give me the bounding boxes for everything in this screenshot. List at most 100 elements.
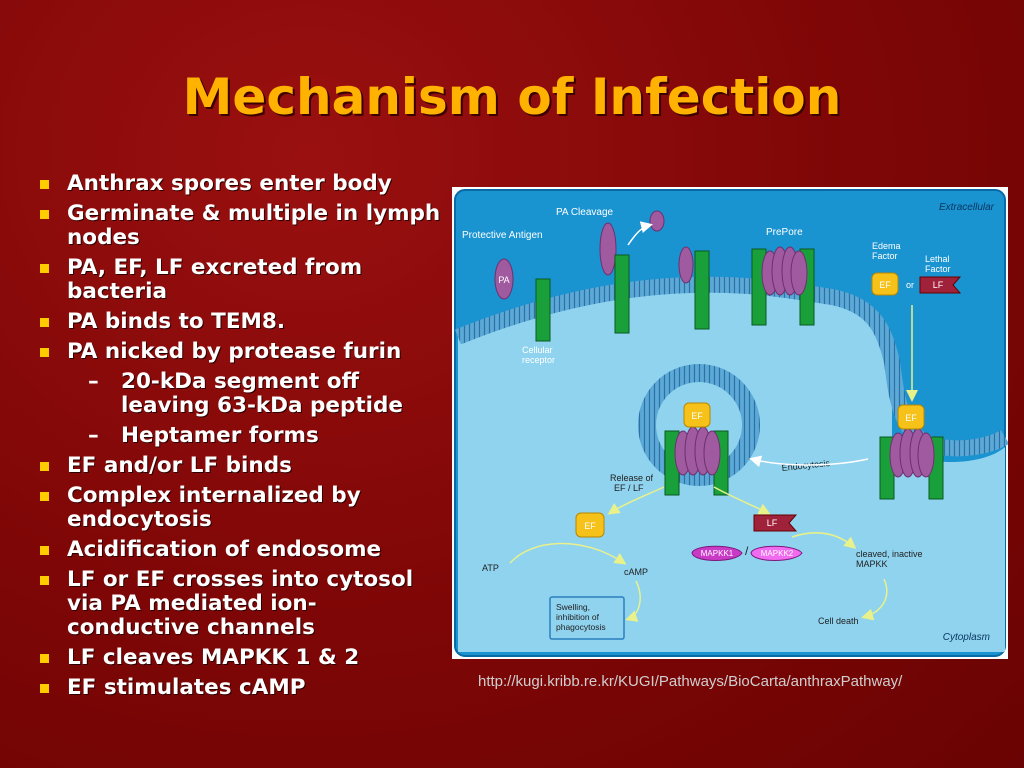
endosome-ef-label: EF <box>691 411 703 421</box>
cell-death-arrow <box>861 578 888 621</box>
mapkk2-label: MAPKK2 <box>761 549 794 558</box>
sub-bullet-text: Heptamer forms <box>121 423 319 448</box>
atp-camp-arrow <box>509 542 627 565</box>
lf-molecule <box>919 276 962 294</box>
swelling-box <box>549 596 625 640</box>
bullet-text: Complex internalized by endocytosis <box>67 483 361 532</box>
edema-factor-line-2: Factor <box>872 251 898 261</box>
bullet-item: Acidification of endosome <box>38 538 448 562</box>
bullet-marker <box>40 684 49 693</box>
endocytosis-arrow <box>749 455 869 468</box>
receptor-2 <box>694 250 710 330</box>
atp-label: ATP <box>482 563 499 573</box>
cellular-receptor <box>535 278 551 342</box>
mapkk1-label: MAPKK1 <box>701 549 734 558</box>
or-label: or <box>906 280 914 290</box>
lethal-factor-line-1: Lethal <box>925 254 950 264</box>
protective-antigen-label: Protective Antigen <box>462 230 543 241</box>
cellular-receptor-line-1: Cellular <box>522 345 553 355</box>
bullet-text: PA nicked by protease furin <box>67 339 402 364</box>
bullet-item: PA, EF, LF excreted from bacteria <box>38 256 448 304</box>
lethal-factor-line-2: Factor <box>925 264 951 274</box>
bullet-text: Anthrax spores enter body <box>67 171 392 196</box>
cleaved-mapkk-line-2: MAPKK <box>856 559 888 569</box>
prepore-heptamer <box>761 246 808 296</box>
bullet-item: PA binds to TEM8. <box>38 310 448 334</box>
endosome-heptamer <box>674 426 721 476</box>
release-ef-arrow <box>607 486 665 515</box>
bullet-item: Complex internalized by endocytosis <box>38 484 448 532</box>
release-line-2: EF / LF <box>614 483 644 493</box>
bullet-marker <box>40 264 49 273</box>
camp-label: cAMP <box>624 567 648 577</box>
cytosol-lf-label: LF <box>767 518 778 528</box>
bullet-item: LF or EF crosses into cytosol via PA med… <box>38 568 448 640</box>
bullet-text: EF stimulates cAMP <box>67 675 306 700</box>
mapkk1-molecule <box>691 545 743 561</box>
mapkk-cleave-arrow <box>791 532 857 549</box>
bullet-marker <box>40 462 49 471</box>
bullet-text: PA binds to TEM8. <box>67 309 286 334</box>
ef-molecule <box>871 272 899 296</box>
swelling-line-2: inhibition of <box>556 612 600 622</box>
bullet-text: LF cleaves MAPKK 1 & 2 <box>67 645 360 670</box>
bullet-text: Acidification of endosome <box>67 537 382 562</box>
pa-cleaved-fragment <box>599 222 617 276</box>
endosome-ef <box>683 402 711 428</box>
release-lf-arrow <box>713 486 771 515</box>
bullet-text: Germinate & multiple in lymph nodes <box>67 201 441 250</box>
camp-swelling-arrow <box>625 580 641 622</box>
dash-marker: – <box>88 369 99 394</box>
complex-ef-label: EF <box>905 413 917 423</box>
cellular-receptor-line-2: receptor <box>522 355 555 365</box>
sub-bullet-text: 20-kDa segment off leaving 63-kDa peptid… <box>121 369 403 418</box>
endosome <box>638 364 760 486</box>
sub-bullet-item: –Heptamer forms <box>88 424 448 448</box>
cleaved-mapkk-line-1: cleaved, inactive <box>856 549 923 559</box>
bullet-marker <box>40 492 49 501</box>
source-url: http://kugi.kribb.re.kr/KUGI/Pathways/Bi… <box>478 673 903 690</box>
pa-molecule <box>494 258 514 300</box>
bullet-item: Germinate & multiple in lymph nodes <box>38 202 448 250</box>
edema-factor-line-1: Edema <box>872 241 901 251</box>
bullet-text: LF or EF crosses into cytosol via PA med… <box>67 567 414 640</box>
lf-label: LF <box>933 280 944 290</box>
bullet-text: EF and/or LF binds <box>67 453 292 478</box>
bullet-marker <box>40 654 49 663</box>
complex-heptamer <box>889 428 935 478</box>
bullet-marker <box>40 318 49 327</box>
swelling-line-1: Swelling, <box>556 602 590 612</box>
bullet-item: PA nicked by protease furin <box>38 340 448 364</box>
bullet-text: PA, EF, LF excreted from bacteria <box>67 255 363 304</box>
prepore-label: PrePore <box>766 227 803 238</box>
mapkk2-molecule <box>750 545 803 561</box>
slash-label: / <box>745 544 749 558</box>
bullet-list: Anthrax spores enter body Germinate & mu… <box>38 172 448 706</box>
bullet-marker <box>40 348 49 357</box>
cytoplasm-label: Cytoplasm <box>943 632 990 643</box>
sub-bullet-item: –20-kDa segment off leaving 63-kDa pepti… <box>88 370 448 418</box>
extracellular-label: Extracellular <box>939 202 995 213</box>
cytosol-lf <box>753 514 798 532</box>
cell-death-label: Cell death <box>818 616 859 626</box>
bullet-item: Anthrax spores enter body <box>38 172 448 196</box>
ef-label: EF <box>879 280 891 290</box>
release-line-1: Release of <box>610 473 654 483</box>
bullet-item: EF and/or LF binds <box>38 454 448 478</box>
bullet-item: LF cleaves MAPKK 1 & 2 <box>38 646 448 670</box>
diagram-svg: Extracellular Cytoplasm Protective Antig… <box>454 189 1008 657</box>
released-fragment <box>649 210 665 232</box>
cytosol-ef-label: EF <box>584 521 596 531</box>
bullet-marker <box>40 546 49 555</box>
pa-cleavage-label: PA Cleavage <box>556 207 614 218</box>
dash-marker: – <box>88 423 99 448</box>
bullet-marker <box>40 210 49 219</box>
bullet-marker <box>40 180 49 189</box>
anthrax-pathway-diagram: Extracellular Cytoplasm Protective Antig… <box>452 187 1008 659</box>
